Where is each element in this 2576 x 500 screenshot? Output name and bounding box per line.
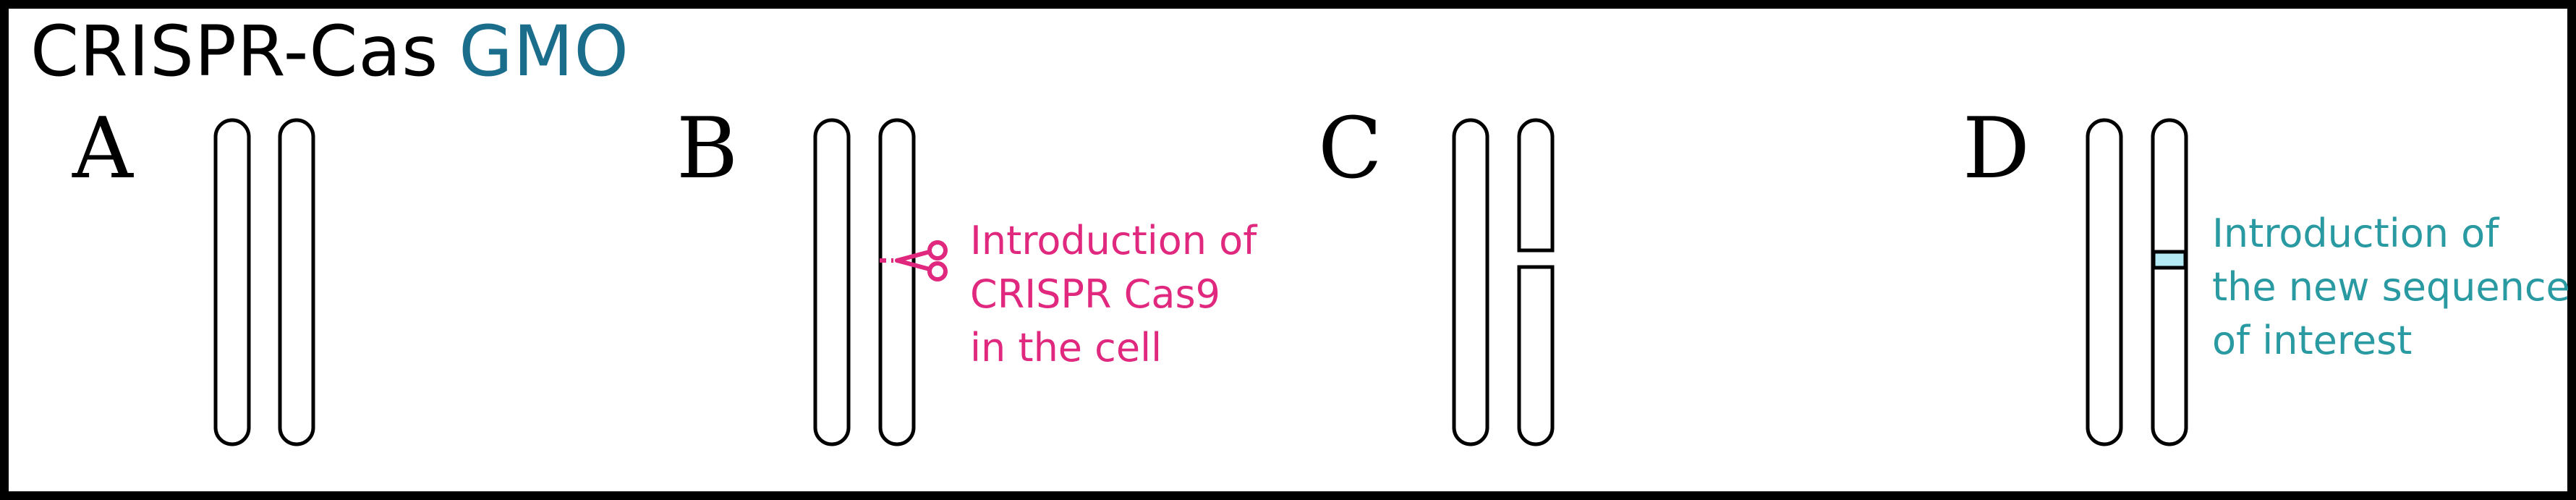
panel-c-letter: C <box>1318 100 1382 198</box>
panel-d-insert-band <box>2151 250 2188 270</box>
panel-c-chromosome-right-upper <box>1517 118 1555 253</box>
panel-b-chromosome-right <box>878 118 916 446</box>
panel-d-annotation-line-3: of interest <box>2212 318 2413 363</box>
panel-b-annotation-line-2: CRISPR Cas9 <box>970 271 1220 317</box>
panel-c-chromosome-left <box>1452 118 1489 446</box>
panel-b-chromosome-left <box>813 118 851 446</box>
panel-d-chromosome-right <box>2151 118 2188 446</box>
panel-b-letter: B <box>676 100 739 198</box>
panel-d-annotation: Introduction of the new sequence of inte… <box>2212 207 2570 368</box>
panel-a-letter: A <box>72 100 133 198</box>
panel-a-chromosome-left <box>213 118 251 446</box>
panel-c-chromosome-right-lower <box>1517 265 1555 446</box>
panel-d-annotation-line-1: Introduction of <box>2212 211 2499 256</box>
panel-b-annotation-line-1: Introduction of <box>970 218 1257 263</box>
panel-d-annotation-line-2: the new sequence <box>2212 264 2570 310</box>
title-text: CRISPR-Cas <box>30 11 439 92</box>
panel-d-letter: D <box>1963 100 2031 198</box>
panel-b-annotation: Introduction of CRISPR Cas9 in the cell <box>970 214 1257 375</box>
panel-b-annotation-line-3: in the cell <box>970 325 1162 370</box>
scissors-icon <box>880 240 948 281</box>
panel-d-chromosome-left <box>2086 118 2123 446</box>
panel-a-chromosome-right <box>278 118 315 446</box>
title-accent: GMO <box>459 11 629 92</box>
